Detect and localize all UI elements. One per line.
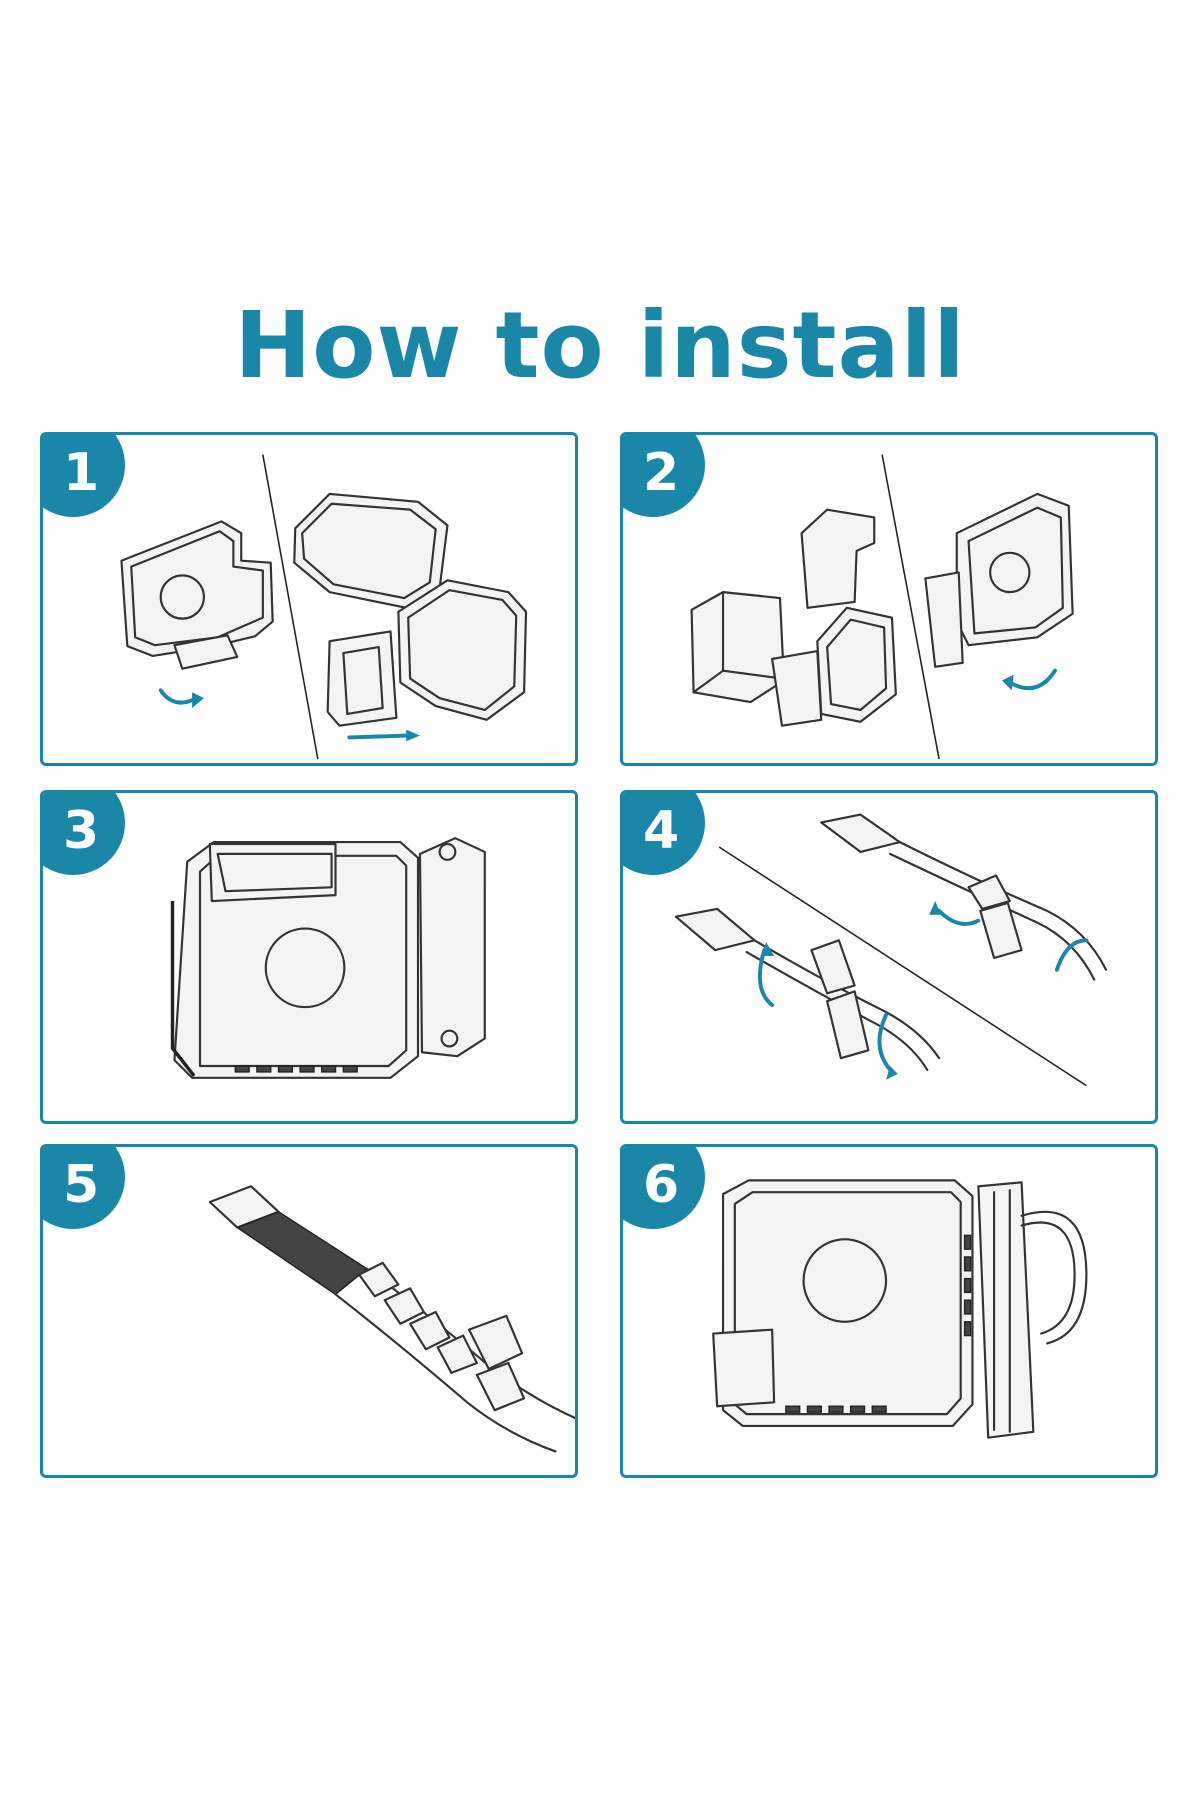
- step-3-illustration: [170, 837, 486, 1079]
- step-2-illustration: [690, 454, 1074, 760]
- step-panel-1: 1: [40, 432, 578, 766]
- step-panel-6: 6: [620, 1144, 1158, 1478]
- step-panel-3: 3: [40, 790, 578, 1124]
- step-4-illustration: [674, 813, 1108, 1087]
- step-6-illustration: [712, 1179, 1088, 1439]
- step-number-badge: 1: [43, 435, 125, 517]
- step-panel-2: 2: [620, 432, 1158, 766]
- step-panel-5: 5: [40, 1144, 578, 1478]
- step-1-illustration: [120, 454, 528, 760]
- page-title: How to install: [234, 292, 966, 399]
- step-5-illustration: [208, 1185, 575, 1453]
- step-number-badge: 6: [623, 1147, 705, 1229]
- step-panel-4: 4: [620, 790, 1158, 1124]
